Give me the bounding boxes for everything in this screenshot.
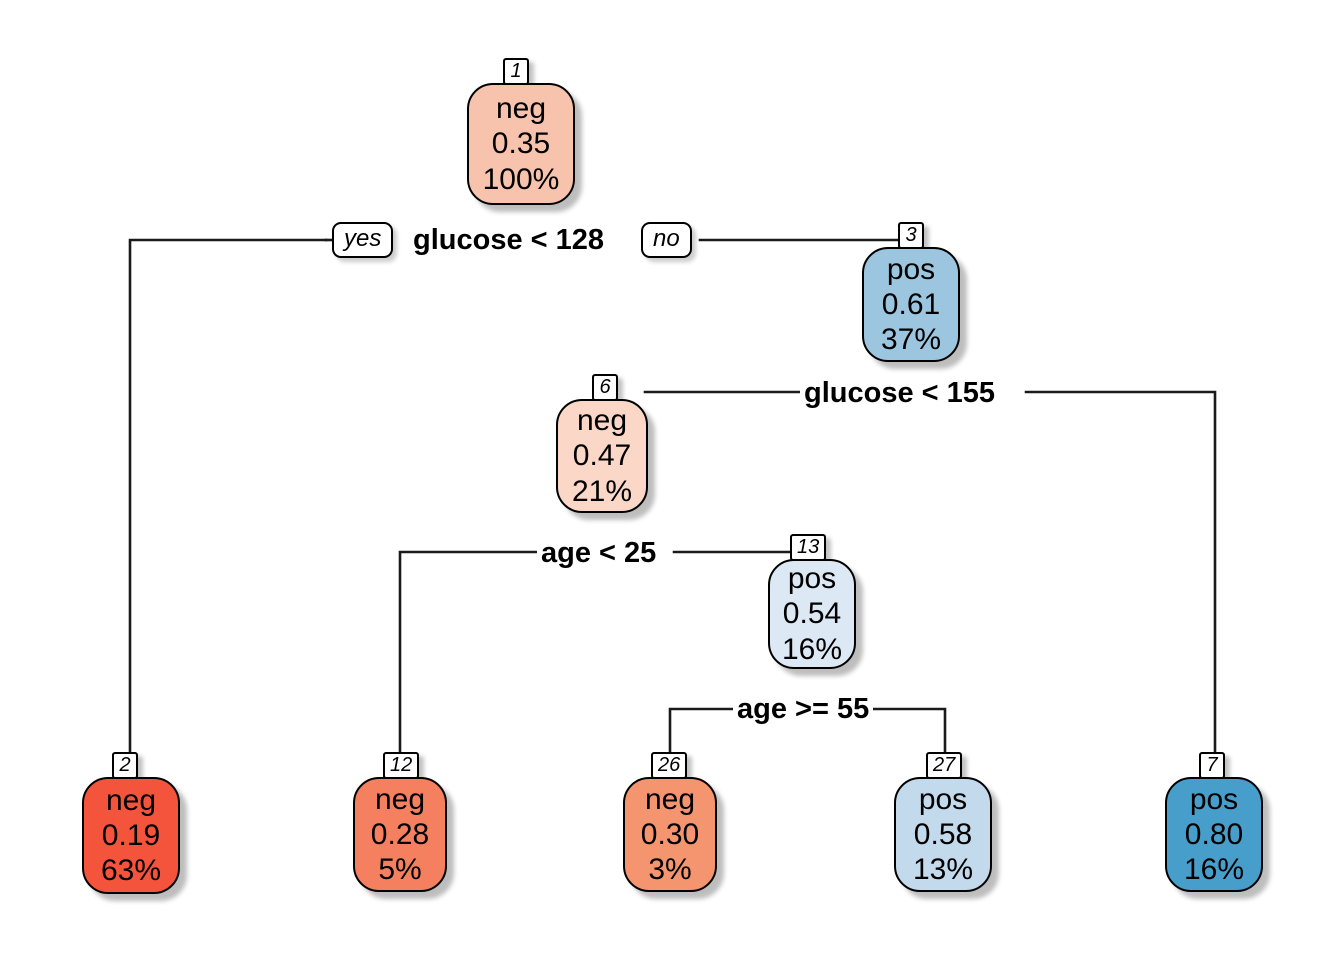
- node-13-pct: 16%: [781, 632, 843, 666]
- edge-split3-yes: [398, 550, 539, 764]
- node-27-prob: 0.58: [913, 817, 973, 851]
- node-13-class: pos: [787, 562, 837, 596]
- branch-label-no-text: no: [653, 225, 680, 252]
- node-3-number: 3: [905, 224, 917, 246]
- node-1[interactable]: neg 0.35 100%: [467, 83, 575, 205]
- split-label-age-55-text: age >= 55: [737, 693, 870, 725]
- node-13[interactable]: pos 0.54 16%: [768, 559, 856, 669]
- node-7-number: 7: [1206, 754, 1218, 776]
- node-6-number: 6: [599, 376, 611, 398]
- node-6-class: neg: [576, 404, 628, 438]
- node-12-class: neg: [374, 782, 426, 816]
- edge-root-yes: [128, 238, 328, 764]
- node-7-pct: 16%: [1183, 853, 1245, 887]
- node-2-number-tag: 2: [112, 752, 138, 779]
- branch-label-yes: yes: [332, 222, 394, 258]
- split-label-age-55[interactable]: age >= 55: [733, 693, 874, 725]
- node-13-number: 13: [797, 536, 820, 558]
- node-1-class: neg: [495, 92, 547, 126]
- node-2-number: 2: [119, 754, 131, 776]
- node-6[interactable]: neg 0.47 21%: [556, 399, 648, 513]
- node-2-prob: 0.19: [101, 818, 161, 852]
- node-1-number: 1: [510, 60, 522, 82]
- node-3-number-tag: 3: [898, 222, 924, 249]
- edge-split2-no: [1024, 390, 1217, 764]
- split-label-glucose-155-text: glucose < 155: [804, 377, 996, 409]
- node-3-prob: 0.61: [881, 287, 941, 321]
- node-12-number: 12: [390, 754, 413, 776]
- node-26-prob: 0.30: [640, 817, 700, 851]
- node-12-number-tag: 12: [383, 752, 420, 779]
- node-26[interactable]: neg 0.30 3%: [623, 777, 717, 892]
- split-label-glucose-155[interactable]: glucose < 155: [800, 377, 1000, 409]
- node-1-number-tag: 1: [503, 58, 529, 85]
- node-13-number-tag: 13: [790, 534, 827, 561]
- split-label-age-25[interactable]: age < 25: [537, 537, 661, 569]
- node-1-pct: 100%: [482, 162, 560, 196]
- split-label-glucose-128[interactable]: glucose < 128: [409, 224, 609, 256]
- branch-label-yes-text: yes: [344, 225, 382, 252]
- node-2-pct: 63%: [100, 854, 162, 888]
- node-26-number-tag: 26: [651, 752, 688, 779]
- node-13-prob: 0.54: [782, 597, 842, 631]
- node-27-pct: 13%: [912, 853, 974, 887]
- node-2[interactable]: neg 0.19 63%: [82, 777, 180, 894]
- branch-label-no: no: [641, 222, 692, 258]
- node-26-pct: 3%: [648, 853, 692, 887]
- node-27-class: pos: [918, 782, 968, 816]
- node-2-class: neg: [105, 783, 157, 817]
- node-1-prob: 0.35: [491, 127, 551, 161]
- node-12[interactable]: neg 0.28 5%: [353, 777, 447, 892]
- node-12-prob: 0.28: [370, 817, 430, 851]
- node-3-class: pos: [886, 252, 936, 286]
- edge-split4-yes: [668, 707, 735, 764]
- node-12-pct: 5%: [378, 853, 422, 887]
- node-27-number-tag: 27: [926, 752, 963, 779]
- node-6-prob: 0.47: [572, 439, 632, 473]
- node-7[interactable]: pos 0.80 16%: [1165, 777, 1263, 892]
- node-3-pct: 37%: [880, 323, 942, 357]
- edge-split4-no: [872, 707, 947, 764]
- node-6-number-tag: 6: [592, 374, 618, 401]
- node-7-prob: 0.80: [1184, 817, 1244, 851]
- node-27-number: 27: [933, 754, 956, 776]
- node-3[interactable]: pos 0.61 37%: [862, 247, 960, 362]
- split-label-age-25-text: age < 25: [541, 537, 657, 569]
- node-26-number: 26: [658, 754, 681, 776]
- node-7-number-tag: 7: [1199, 752, 1225, 779]
- node-26-class: neg: [644, 782, 696, 816]
- split-label-glucose-128-text: glucose < 128: [413, 224, 605, 256]
- node-6-pct: 21%: [571, 474, 633, 508]
- node-27[interactable]: pos 0.58 13%: [894, 777, 992, 892]
- node-7-class: pos: [1189, 782, 1239, 816]
